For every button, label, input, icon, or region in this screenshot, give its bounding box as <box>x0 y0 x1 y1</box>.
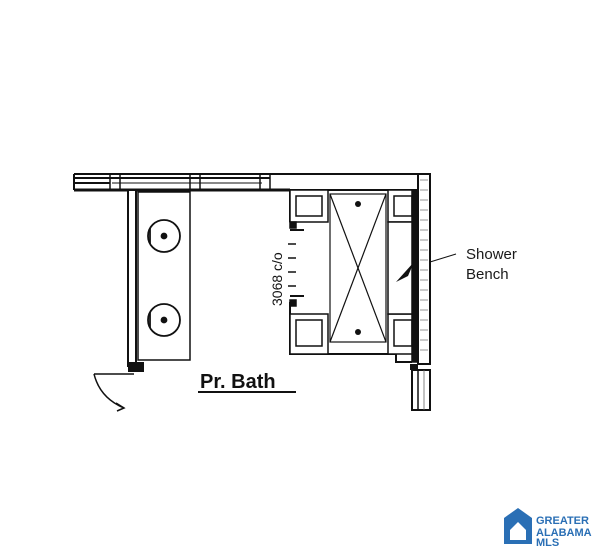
sink-lower-icon <box>147 303 181 337</box>
vanity-partition <box>127 189 191 372</box>
callout-bench-text: Bench <box>466 266 509 283</box>
window-marks <box>109 174 271 190</box>
callout-shower-text: Shower <box>466 246 517 263</box>
shower-head-icon <box>355 201 361 335</box>
shower-pan <box>329 193 387 343</box>
door-dimension-label: 3068 c/o <box>269 252 285 306</box>
room-label: Pr. Bath <box>200 371 276 393</box>
callout-leader <box>429 253 457 263</box>
entry-door-swing <box>93 373 134 412</box>
shower-wall-thickness <box>289 189 419 363</box>
sink-upper-icon <box>147 219 181 253</box>
shower-bench <box>387 221 414 315</box>
mls-logo: GREATER ALABAMA MLS <box>504 508 592 546</box>
logo-line3: MLS <box>536 537 559 546</box>
logo-line2: ALABAMA <box>536 527 592 539</box>
top-wall <box>73 173 430 192</box>
logo-line1: GREATER <box>536 515 589 527</box>
shower-door-opening <box>288 243 296 287</box>
